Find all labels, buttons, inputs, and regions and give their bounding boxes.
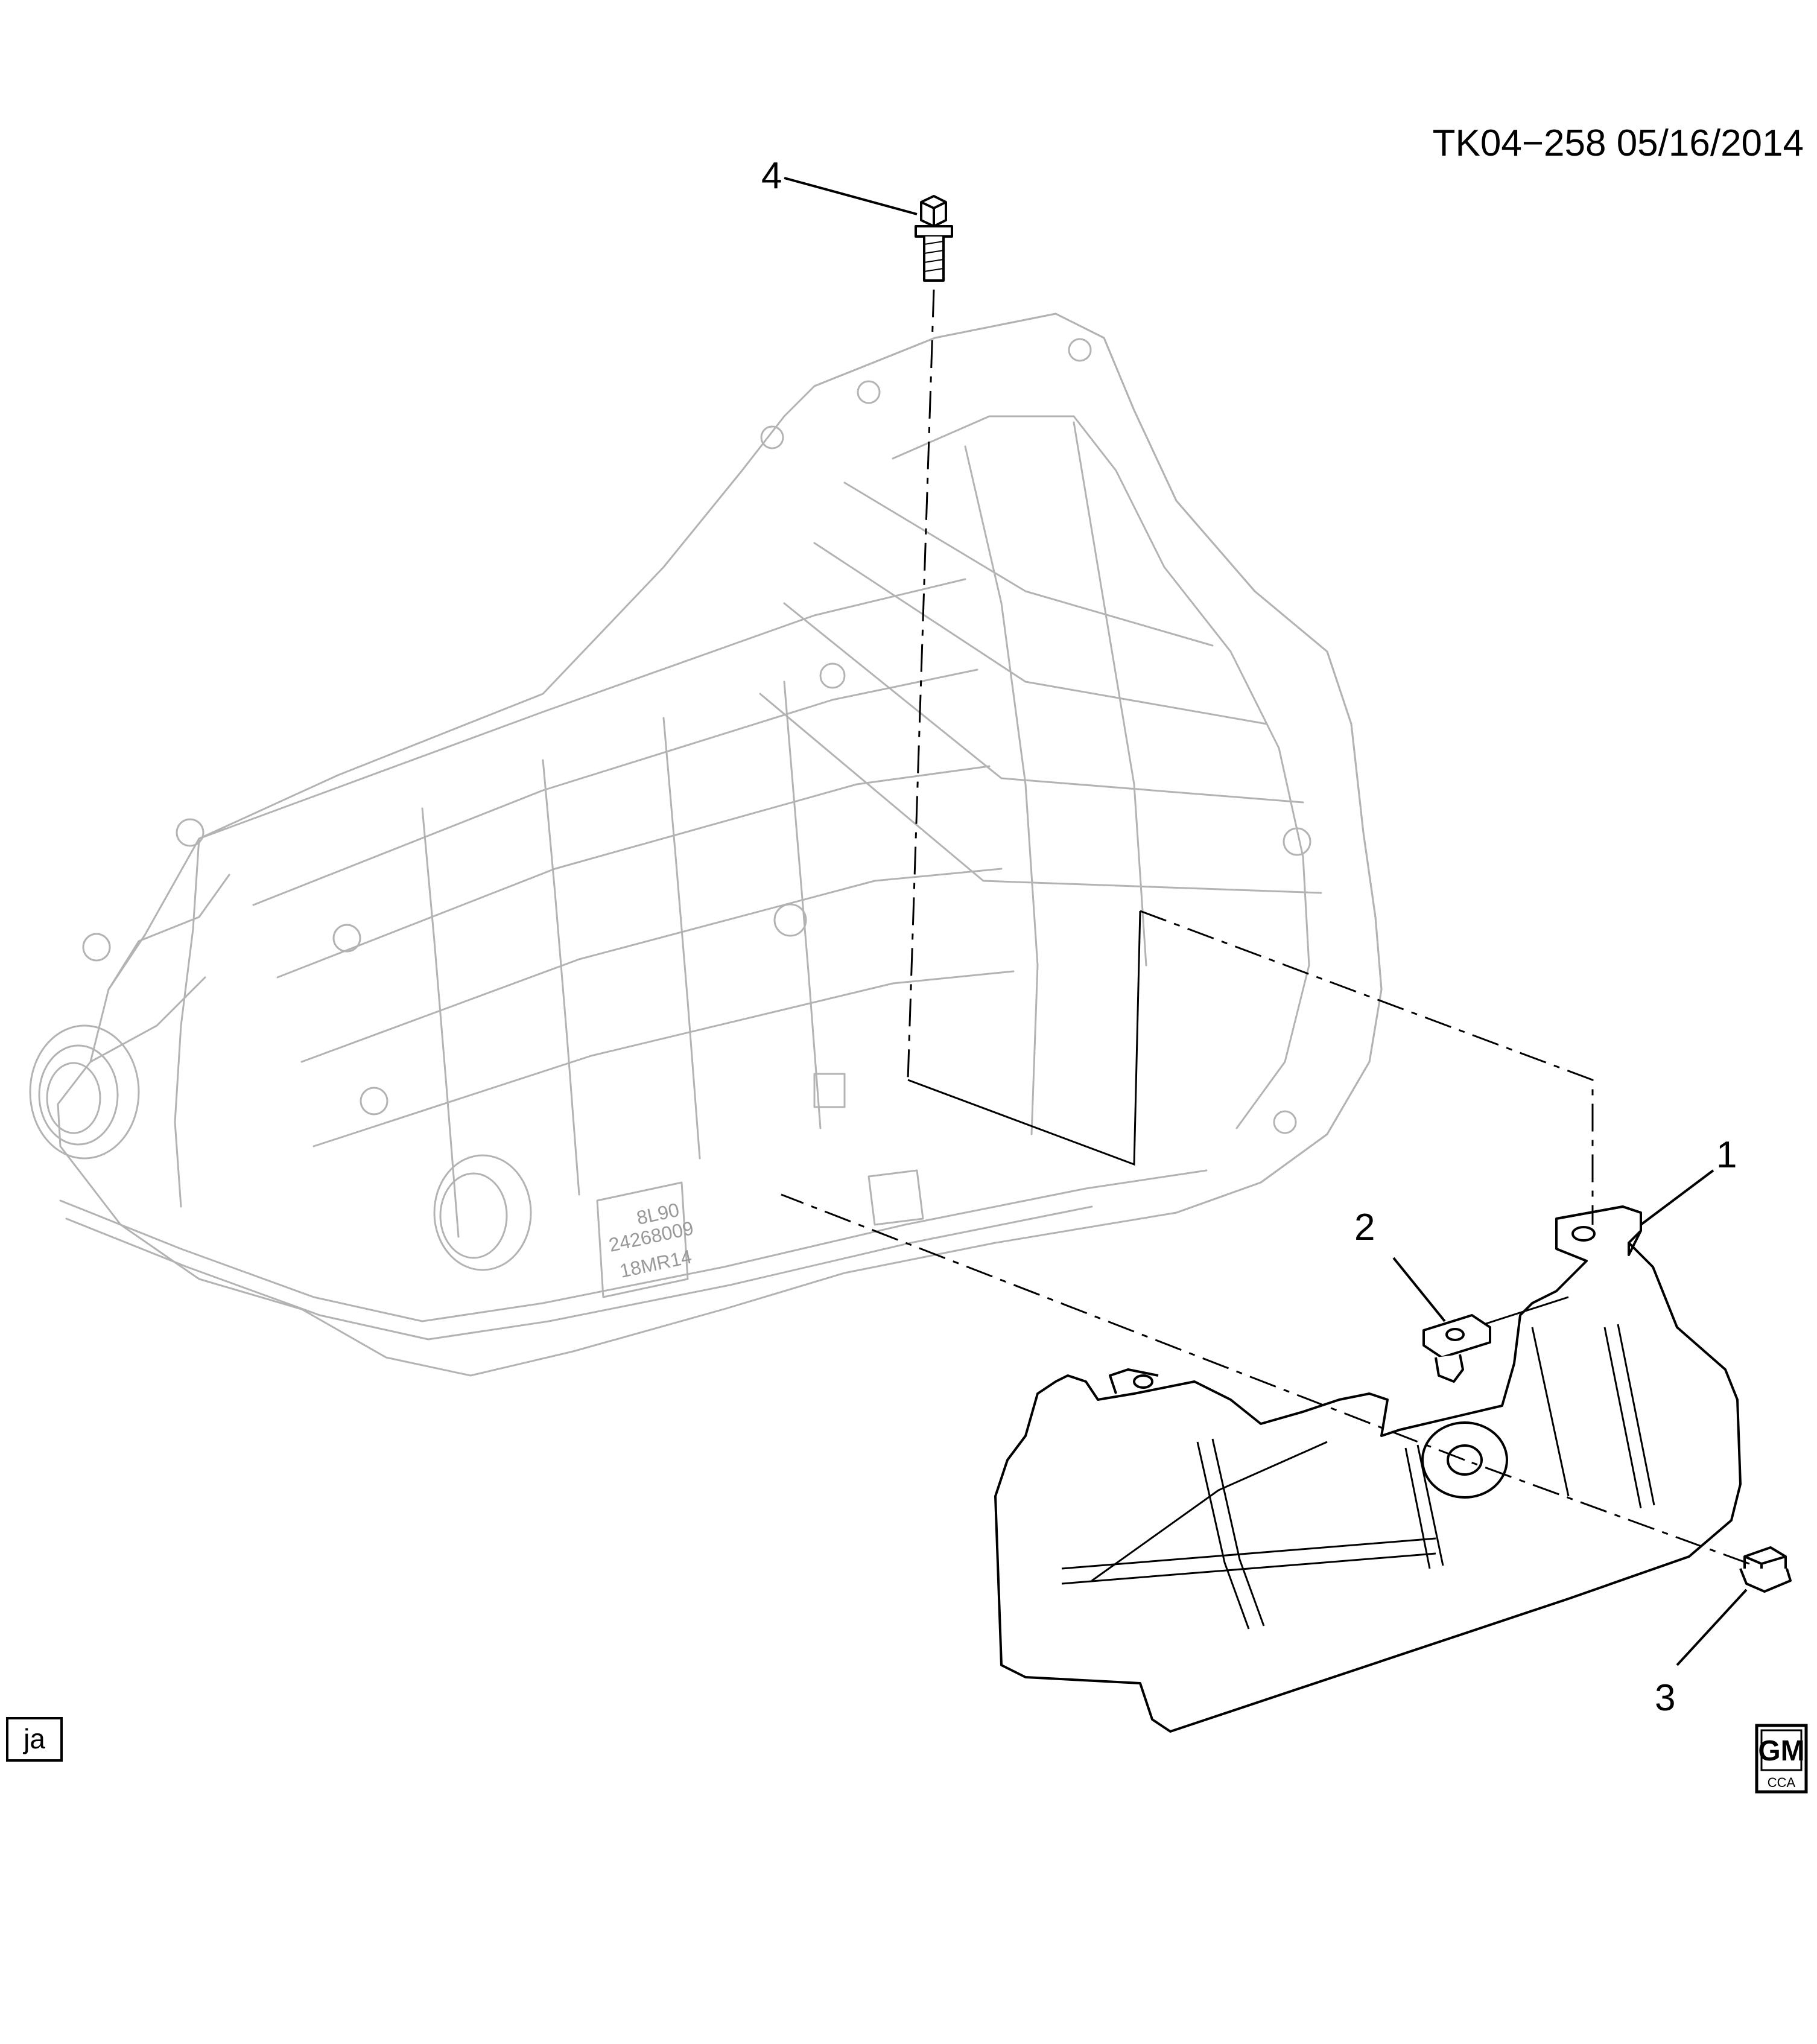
author-tag-text: ja — [22, 1723, 45, 1754]
clip-nut-part — [1422, 1314, 1491, 1383]
gm-logo: GM CCA — [1755, 1724, 1808, 1794]
diagram-code: TK04−258 05/16/2014 — [1433, 122, 1804, 164]
callout-number-3: 3 — [1655, 1677, 1675, 1719]
callout-leaders — [784, 177, 1748, 1666]
gm-logo-text: GM — [1758, 1735, 1804, 1767]
callout-number-4: 4 — [761, 155, 782, 197]
installation-lines — [781, 289, 1750, 1565]
heat-shield-part — [994, 1205, 1742, 1733]
author-tag: ja — [6, 1717, 63, 1762]
callout-number-2: 2 — [1354, 1207, 1375, 1248]
bolt-part-3 — [1739, 1546, 1792, 1593]
transmission-illustration — [29, 313, 1383, 1377]
gm-logo-subtext: CCA — [1768, 1775, 1796, 1790]
callout-number-1: 1 — [1716, 1134, 1737, 1176]
bolt-part-4 — [915, 195, 953, 282]
